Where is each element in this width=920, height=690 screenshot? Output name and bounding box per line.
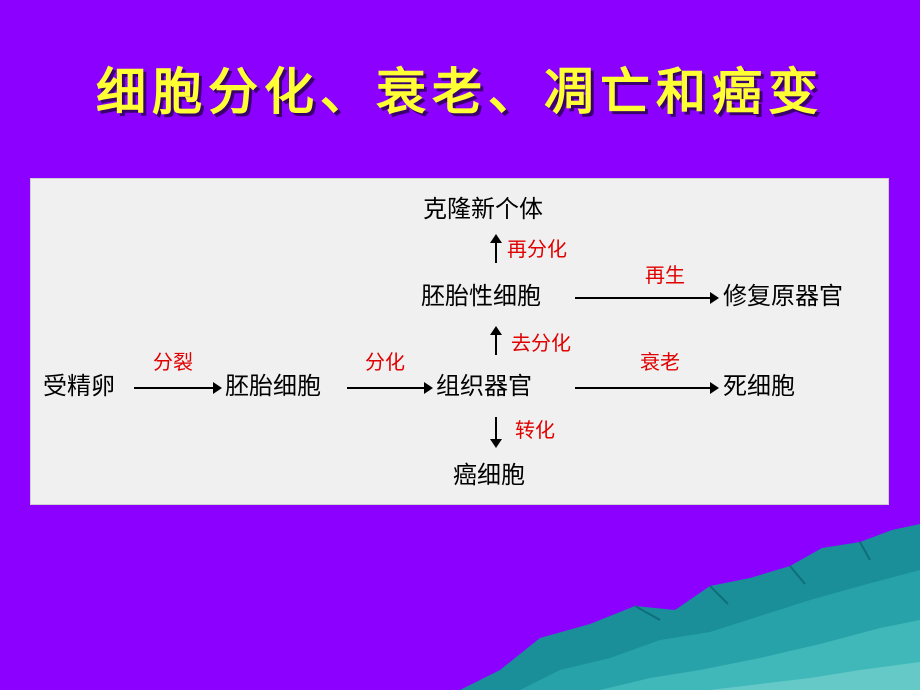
- label-transform: 转化: [515, 418, 555, 442]
- wave-decoration: [460, 520, 920, 690]
- label-split: 分裂: [153, 350, 193, 374]
- label-redifferentiate: 再分化: [507, 237, 567, 261]
- node-tissue-organ: 组织器官: [436, 372, 532, 400]
- node-clone: 克隆新个体: [423, 195, 543, 223]
- arrow-split: [134, 387, 220, 389]
- node-dead-cell: 死细胞: [723, 372, 795, 400]
- arrow-aging: [575, 387, 717, 389]
- cell-flow-diagram: 克隆新个体 再分化 胚胎性细胞 再生 修复原器官 去分化 受精卵 分裂 胚胎细胞…: [30, 178, 889, 505]
- arrow-dedifferentiate: [495, 329, 497, 355]
- node-fertilized-egg: 受精卵: [43, 372, 115, 400]
- label-aging: 衰老: [640, 350, 680, 374]
- node-cancer-cell: 癌细胞: [453, 461, 525, 489]
- arrow-redifferentiate: [495, 237, 497, 263]
- arrow-transform: [495, 417, 497, 445]
- arrow-differentiate: [347, 387, 431, 389]
- node-embryonic-stem-cell: 胚胎性细胞: [421, 282, 541, 310]
- label-regenerate: 再生: [645, 263, 685, 287]
- label-differentiate: 分化: [365, 350, 405, 374]
- label-dedifferentiate: 去分化: [511, 331, 571, 355]
- arrow-regenerate: [575, 297, 717, 299]
- node-repair-organ: 修复原器官: [723, 282, 843, 310]
- slide-title: 细胞分化、衰老、凋亡和癌变: [0, 52, 920, 124]
- node-embryonic-cell: 胚胎细胞: [225, 372, 321, 400]
